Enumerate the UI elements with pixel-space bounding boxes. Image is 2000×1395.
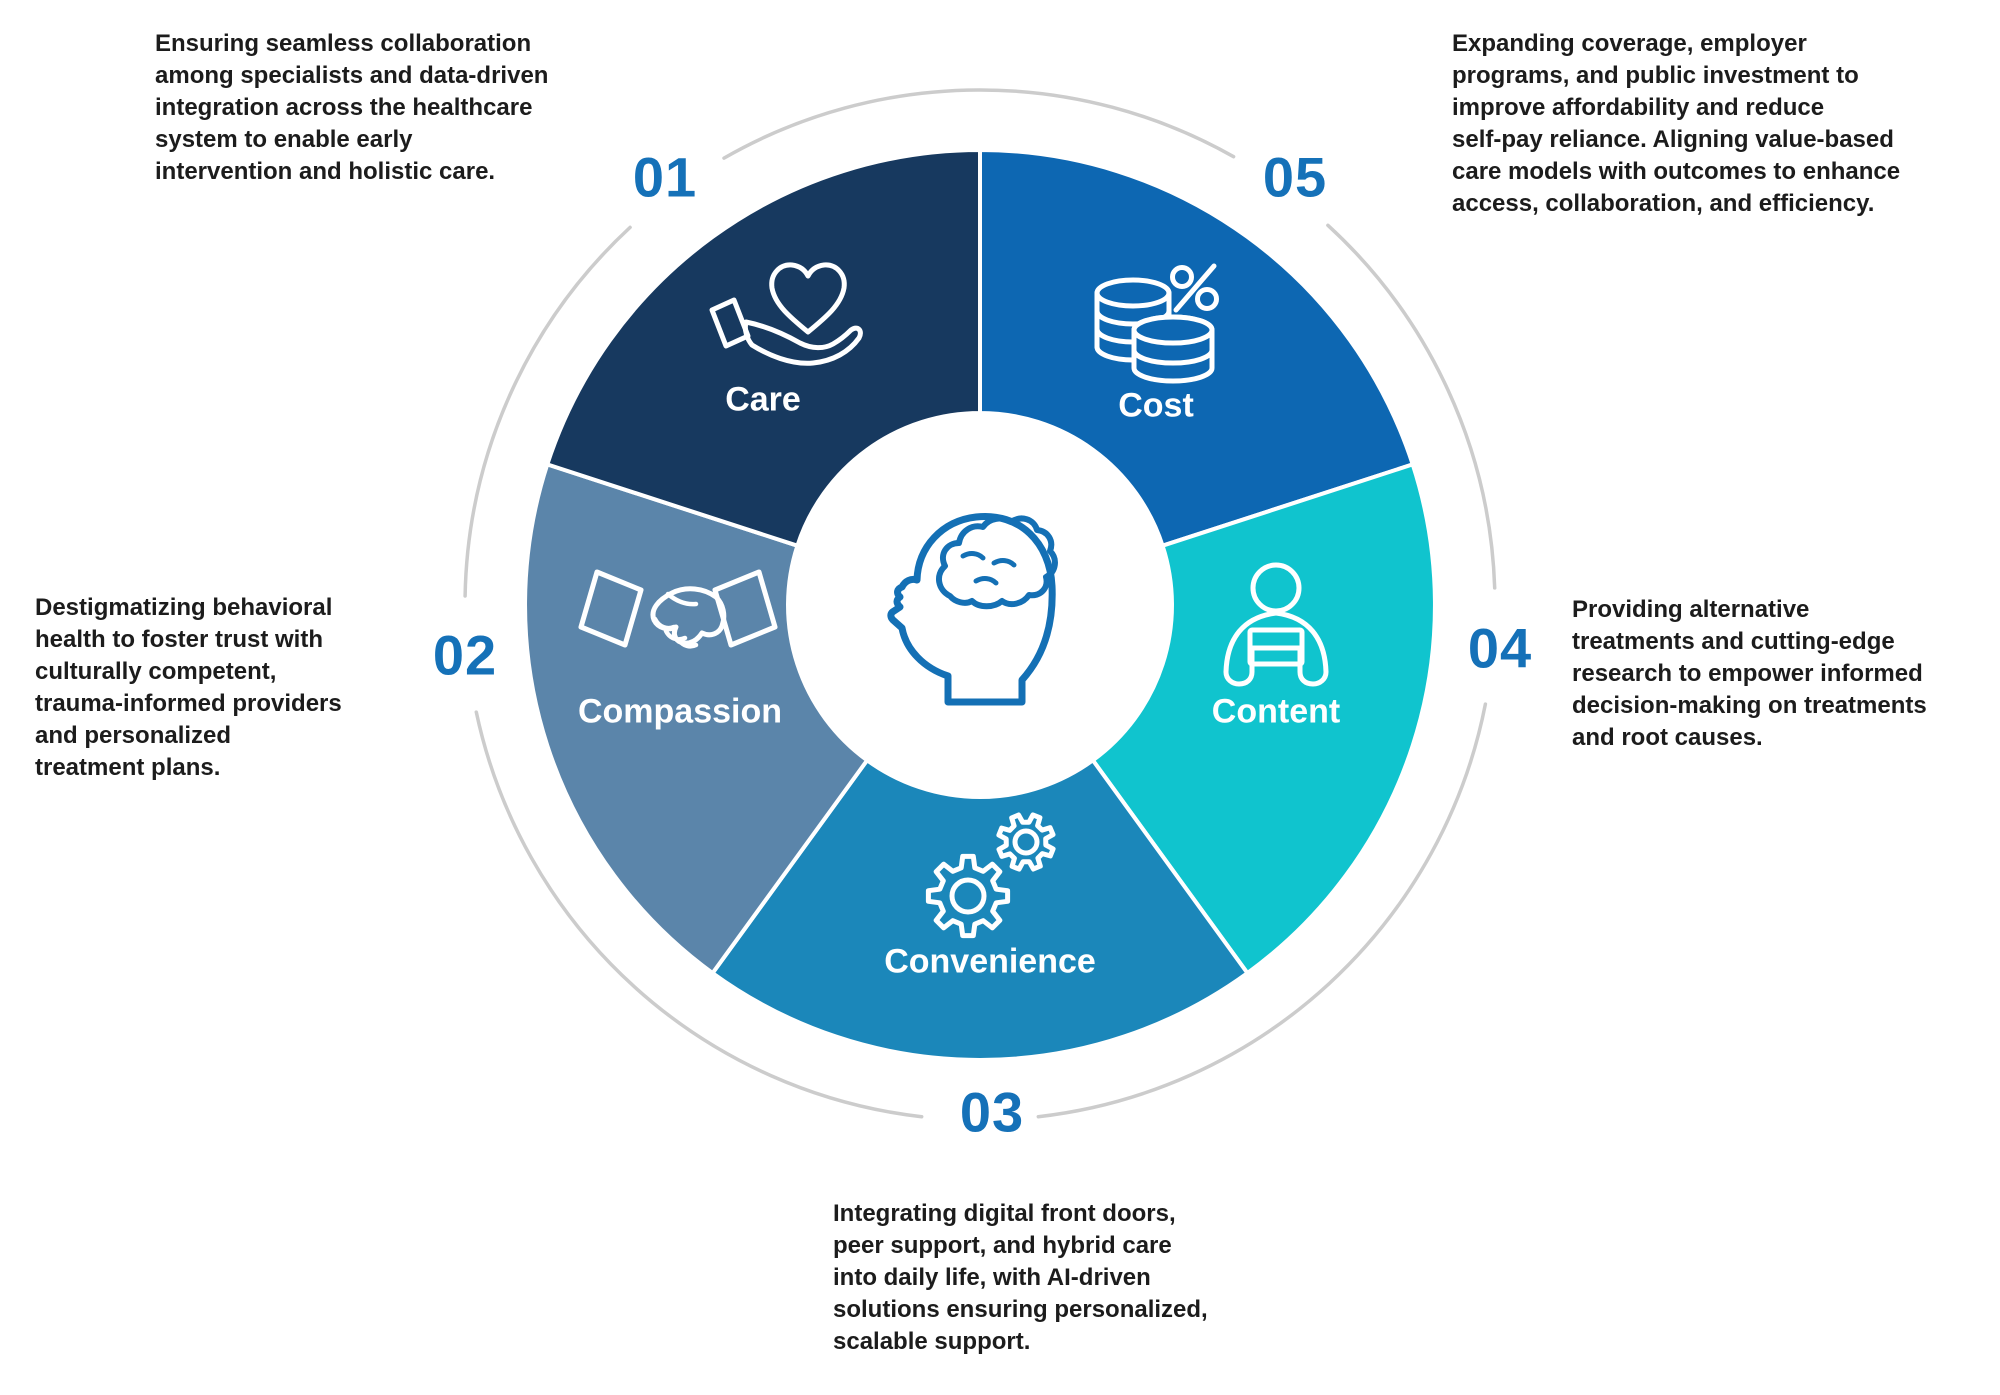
description-convenience: Integrating digital front doors, peer su… (833, 1200, 1208, 1355)
description-compassion: Destigmatizing behavioral health to fost… (35, 594, 342, 781)
segment-convenience-wedge (710, 758, 1250, 1062)
coins-percent-icon (1094, 263, 1219, 384)
outer-ring-arc (463, 225, 632, 598)
step-number-03: 03 (959, 1080, 1025, 1144)
outer-ring (463, 88, 1497, 1119)
segment-label-cost: Cost (1118, 386, 1194, 425)
description-care: Ensuring seamless collaboration among sp… (155, 30, 549, 185)
outer-ring-arc (1326, 223, 1497, 590)
hand-holding-heart-icon (709, 262, 863, 366)
outer-ring-arc (1036, 702, 1488, 1119)
segment-label-care: Care (725, 380, 801, 419)
handshake-icon (578, 569, 778, 649)
segment-label-compassion: Compassion (577, 692, 783, 731)
segment-label-convenience: Convenience (884, 942, 1096, 981)
description-content: Providing alternative treatments and cut… (1572, 596, 1927, 751)
description-cost: Expanding coverage, employer programs, a… (1452, 30, 1901, 217)
head-brain-icon (887, 512, 1058, 706)
step-number-04: 04 (1467, 616, 1533, 680)
step-number-02: 02 (432, 623, 498, 687)
step-number-01: 01 (632, 145, 698, 209)
gears-icon (925, 812, 1056, 939)
person-reading-icon (1223, 562, 1329, 687)
step-number-05: 05 (1262, 145, 1328, 209)
segment-label-content: Content (1211, 692, 1341, 731)
outer-ring-arc (722, 88, 1236, 160)
outer-ring-arc (474, 710, 924, 1119)
